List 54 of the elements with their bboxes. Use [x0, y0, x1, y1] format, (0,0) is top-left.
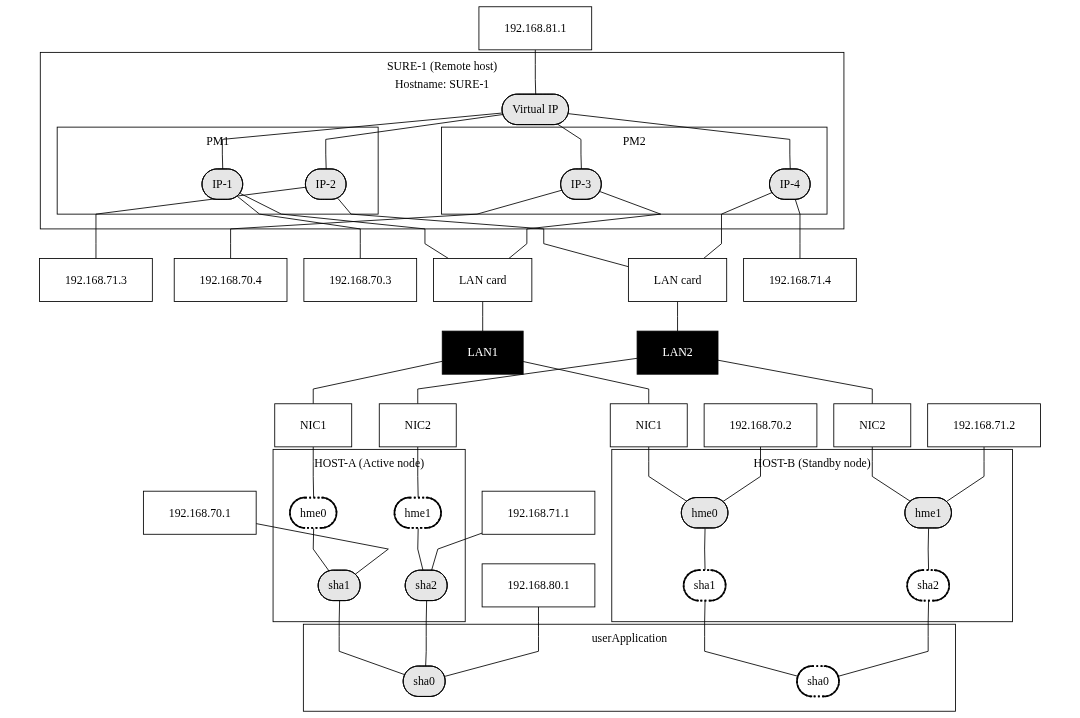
node-box: 192.168.71.3 — [39, 258, 153, 302]
node-box: 192.168.70.2 — [703, 403, 818, 448]
connector — [717, 359, 873, 405]
node-box: LAN card — [628, 258, 728, 302]
connector — [425, 600, 428, 667]
connector — [871, 446, 912, 502]
node-box: LAN1 — [441, 330, 524, 375]
connector — [837, 600, 929, 677]
connector — [704, 527, 706, 571]
node-box: 192.168.71.1 — [481, 490, 596, 535]
connector — [794, 199, 801, 259]
node-box: NIC1 — [274, 403, 353, 448]
connector — [230, 189, 563, 259]
connector — [704, 600, 799, 677]
node-box: LAN card — [433, 258, 533, 302]
node-box: 192.168.70.3 — [303, 258, 418, 302]
node-box: NIC2 — [378, 403, 457, 448]
node-box: NIC1 — [609, 403, 688, 448]
node-box: 192.168.70.4 — [173, 258, 288, 302]
node-box: 192.168.80.1 — [481, 563, 596, 608]
connector — [417, 446, 419, 499]
connector — [703, 192, 773, 259]
connector — [417, 357, 638, 405]
connector — [239, 193, 449, 259]
node-box: NIC2 — [833, 403, 912, 448]
connector — [557, 124, 582, 170]
connector — [431, 532, 483, 571]
node-box: 192.168.81.1 — [478, 6, 593, 51]
connector — [534, 49, 537, 96]
connector — [417, 527, 424, 571]
node-box: 192.168.71.2 — [927, 403, 1041, 448]
connector — [255, 523, 389, 575]
connector — [482, 301, 484, 332]
connector — [522, 361, 650, 405]
connector — [325, 114, 504, 170]
connector — [312, 446, 315, 499]
node-box: 192.168.70.1 — [143, 490, 257, 535]
connector — [221, 112, 504, 170]
connector — [648, 446, 688, 502]
connector — [312, 360, 443, 405]
connector — [338, 600, 406, 676]
connector — [444, 606, 539, 677]
connector — [946, 446, 985, 502]
connector — [568, 113, 791, 170]
connector — [508, 191, 662, 259]
connector — [95, 186, 307, 259]
node-box: 192.168.71.4 — [743, 258, 857, 302]
connector — [337, 197, 629, 268]
node-box: LAN2 — [636, 330, 719, 375]
connector — [677, 301, 678, 332]
connector — [927, 527, 929, 571]
connector — [722, 446, 761, 502]
connector — [237, 195, 361, 259]
connector — [312, 527, 330, 572]
